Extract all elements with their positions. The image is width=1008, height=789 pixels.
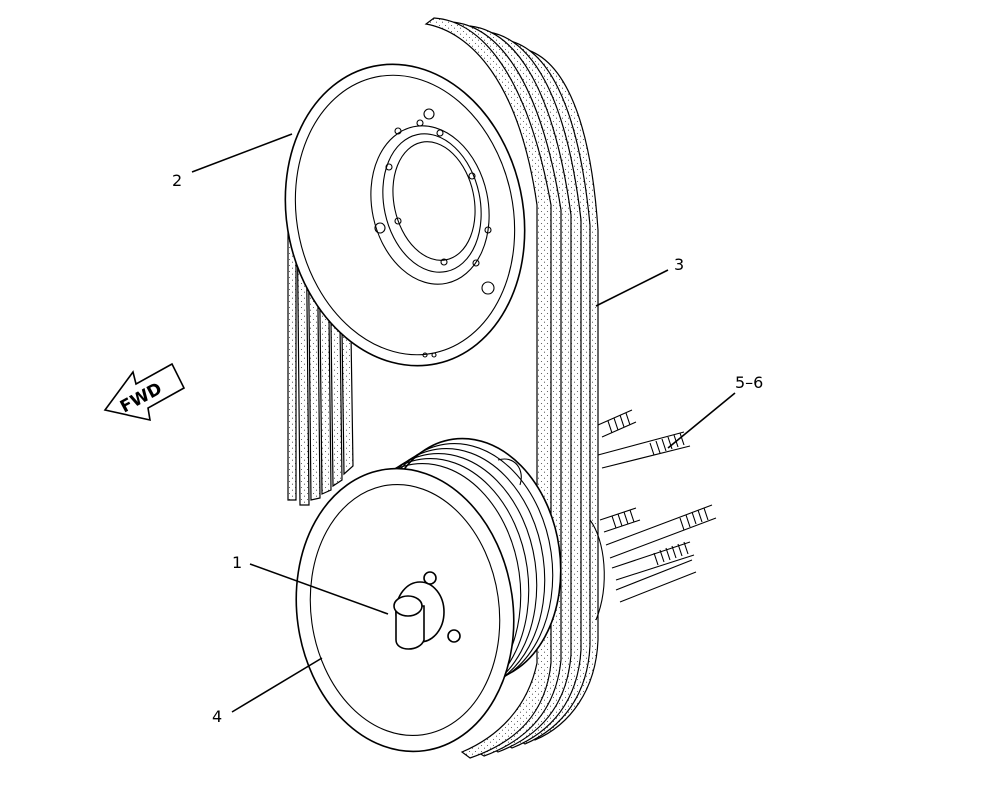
hub-shaft [393,571,461,650]
upper-pulley [284,63,526,367]
leader-line-2 [191,133,293,173]
lower-pulley [295,437,562,753]
leader-line-3 [595,269,669,307]
leader-lines [191,133,736,713]
studs [497,409,717,621]
callout-4: 4 [212,707,222,726]
leader-line-1 [249,563,389,615]
leader-line-5-6 [667,392,736,449]
callout-2: 2 [172,171,182,190]
callout-3: 3 [674,255,684,274]
fwd-arrow-icon: FWD [103,362,186,422]
bolt-holes [374,108,495,358]
callout-5-6: 5–6 [735,373,763,392]
callout-1: 1 [232,553,242,572]
leader-line-4 [231,657,323,713]
stud-threads [607,412,709,566]
callout-labels: 2 3 5–6 1 4 [172,171,763,726]
